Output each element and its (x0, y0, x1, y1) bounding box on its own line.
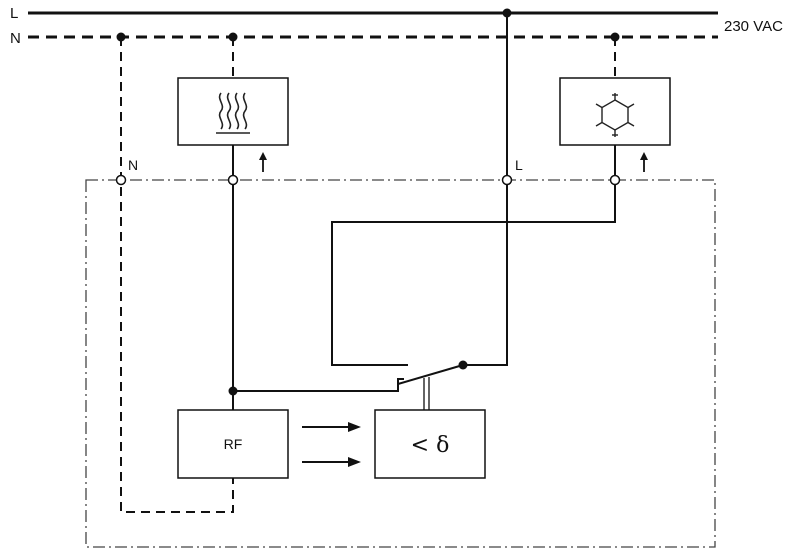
neutral-feed-wire (120, 37, 234, 513)
supply-voltage-label: 230 VAC (724, 18, 783, 35)
signal-arrow (302, 422, 361, 432)
controller-enclosure (85, 179, 716, 548)
terminal-l (501, 174, 513, 186)
live-feed-wire (463, 13, 508, 366)
terminal-cooler (609, 174, 621, 186)
heater-box (177, 77, 289, 146)
comparator-box (374, 409, 486, 479)
terminal-n (115, 174, 127, 186)
junction-dot (228, 386, 238, 396)
terminal-l-label: L (515, 157, 523, 173)
terminal-n-label: N (128, 157, 138, 173)
neutral-line-label: N (10, 30, 21, 47)
heating-contact-wire (233, 378, 404, 392)
up-arrow-icon (259, 152, 267, 172)
rf-receiver-box (177, 409, 289, 479)
up-arrow-icon (640, 152, 648, 172)
terminal-heater (227, 174, 239, 186)
live-line-label: L (10, 5, 18, 22)
snowflake-icon (595, 93, 635, 137)
heat-waves-icon (216, 92, 250, 134)
relay-switch-blade (397, 364, 464, 385)
rf-label: RF (224, 436, 243, 452)
comparator-label: < δ (411, 433, 450, 458)
cooling-contact-wire (331, 180, 616, 366)
signal-arrow (302, 457, 361, 467)
switch-pivot-dot (458, 360, 468, 370)
